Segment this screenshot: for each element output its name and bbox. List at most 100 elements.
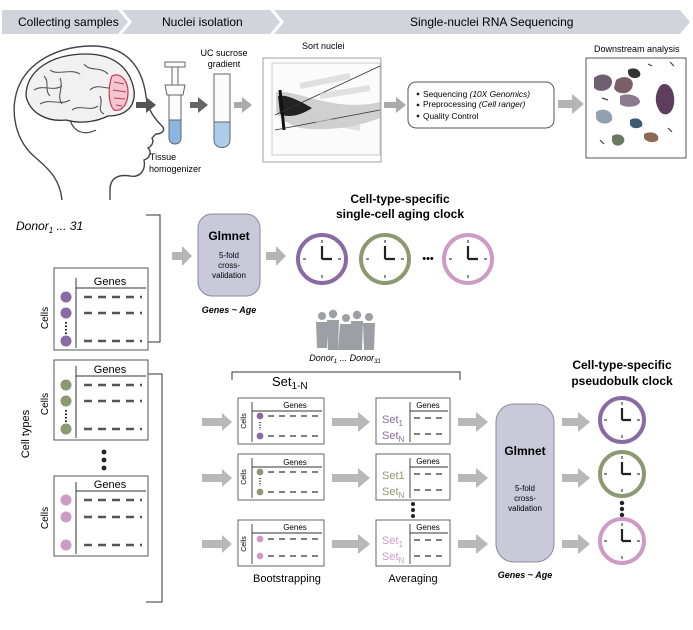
bootstrap-matrix-green: Genes Cells [237, 453, 325, 501]
matrix-genes-label: Genes [94, 276, 127, 288]
sequencing-step-list: Sequencing (10X Genomics) Preprocessing … [416, 89, 530, 121]
arrow-homogenizer-to-tube [190, 97, 208, 113]
donor-people-icon [316, 309, 375, 350]
matrix-cells-label: Cells [40, 507, 51, 529]
single-cell-bracket [146, 214, 161, 343]
single-cell-title-2: single-cell aging clock [336, 207, 464, 221]
averaging-matrix-purple: Genes Set1 SetN [375, 397, 451, 445]
svg-text:Genes: Genes [416, 457, 440, 466]
banner-step3-chevron [274, 10, 690, 34]
cell-matrix-green: Genes Cells [40, 359, 149, 441]
sort-nuclei-label: Sort nuclei [302, 41, 345, 51]
arrow-to-single-glmnet [172, 246, 192, 266]
svg-text:Cells: Cells [241, 469, 248, 485]
single-glmnet-label: Glmnet [208, 229, 249, 243]
tissue-homogenizer-icon [164, 61, 186, 145]
averaging-matrix-pink: Genes Set1 SetN [375, 519, 451, 567]
arrow-row2-to-bootstrap [202, 469, 232, 487]
clock-icon-green [359, 233, 411, 285]
svg-text:Genes: Genes [416, 523, 440, 532]
donor-people-label: Donor1 ... Donor31 [309, 353, 381, 365]
matrix-cells-label: Cells [40, 393, 51, 415]
umap-plot-icon [585, 57, 687, 159]
matrix-cells-label: Cells [40, 307, 51, 329]
arrow-row1-to-glmnet [458, 412, 488, 432]
svg-text:Genes: Genes [283, 458, 307, 467]
sucrose-label-1: UC sucrose [200, 48, 247, 58]
svg-text:Set1: Set1 [382, 414, 404, 428]
pseudobulk-clock-dots [619, 500, 625, 518]
cell-types-label: Cell types [20, 409, 32, 458]
single-cv-2: cross- [218, 261, 240, 270]
cell-matrix-purple: Genes Cells [40, 267, 149, 351]
arrow-row3-to-bootstrap [202, 535, 232, 553]
svg-text:SetN: SetN [382, 430, 405, 444]
svg-text:Genes: Genes [416, 401, 440, 410]
averaging-label: Averaging [388, 573, 437, 585]
pseudobulk-cv-3: validation [508, 504, 542, 513]
sucrose-tube-icon [213, 73, 231, 148]
set-range-label: Set1-N [272, 374, 308, 392]
pseudobulk-clock-purple [598, 396, 646, 444]
banner-step2-label: Nuclei isolation [162, 15, 243, 29]
clock-icon-pink [442, 233, 494, 285]
arrow-single-glmnet-to-clocks [266, 246, 286, 266]
single-formula: Genes ~ Age [202, 305, 256, 315]
bootstrap-matrix-pink: Genes Cells [237, 519, 325, 567]
banner-step2-chevron [122, 10, 280, 34]
svg-text:Set1: Set1 [382, 470, 405, 482]
seq-step-2: Preprocessing (Cell ranger) [423, 99, 526, 109]
arrow-sort-to-seq [384, 97, 406, 113]
cell-matrix-pink: Genes Cells [40, 475, 149, 557]
averaging-matrix-green: Genes Set1 SetN [375, 453, 451, 501]
arrow-glmnet-to-clock1 [562, 412, 590, 432]
sucrose-label-2: gradient [208, 59, 241, 69]
svg-text:Cells: Cells [241, 536, 248, 552]
single-cv-1: 5-fold [219, 251, 239, 260]
arrow-head-to-homogenizer [136, 97, 156, 113]
banner-step1-chevron [2, 10, 128, 34]
downstream-label: Downstream analysis [594, 44, 680, 54]
arrow-glmnet-to-clock3 [562, 534, 590, 554]
head-brain-icon [13, 45, 165, 201]
pseudobulk-bracket [146, 373, 163, 603]
svg-text:Genes: Genes [283, 401, 307, 410]
homogenizer-label-2: homogenizer [149, 164, 201, 174]
pseudobulk-glmnet-box [495, 403, 555, 563]
sequencing-box [407, 81, 555, 129]
bootstrap-matrix-purple: Genes Cells [237, 397, 325, 445]
pseudobulk-glmnet-label: Glmnet [504, 444, 545, 458]
arrow-row3-to-averaging [332, 534, 370, 554]
arrow-glmnet-to-clock2 [562, 468, 590, 488]
homogenizer-label-1: Tissue [150, 152, 176, 162]
banner-step3-label: Single-nuclei RNA Sequencing [410, 15, 573, 29]
set-range-bracket [231, 371, 461, 380]
clock-ellipsis: ••• [422, 253, 434, 265]
banner: Collecting samples Nuclei isolation Sing… [2, 10, 690, 34]
pseudobulk-cv-1: 5-fold [515, 484, 535, 493]
arrow-seq-to-downstream [558, 94, 584, 114]
svg-text:SetN: SetN [382, 486, 405, 500]
pseudobulk-clock-pink [598, 517, 646, 565]
svg-text:SetN: SetN [382, 551, 405, 565]
matrix-genes-label: Genes [94, 364, 127, 376]
arrow-row1-to-averaging [332, 412, 370, 432]
seq-step-3: Quality Control [423, 111, 479, 121]
more-cell-types-dots [101, 449, 107, 471]
pseudobulk-title-2: pseudobulk clock [571, 374, 673, 388]
seq-step-1: Sequencing (10X Genomics) [423, 89, 530, 99]
arrow-row3-to-glmnet [458, 534, 488, 554]
single-cell-title-1: Cell-type-specific [350, 192, 450, 206]
clock-icon-purple [296, 233, 348, 285]
facs-scatter-plot [262, 57, 382, 163]
arrow-tube-to-sort [234, 97, 252, 113]
arrow-row1-to-bootstrap [202, 413, 232, 431]
pseudobulk-title-1: Cell-type-specific [572, 358, 672, 372]
banner-step1-label: Collecting samples [18, 15, 119, 29]
bootstrapping-label: Bootstrapping [253, 573, 321, 585]
svg-text:Cells: Cells [241, 413, 248, 429]
donor-range-label: Donor1 ... 31 [16, 219, 83, 235]
averaging-more-dots [411, 502, 415, 518]
